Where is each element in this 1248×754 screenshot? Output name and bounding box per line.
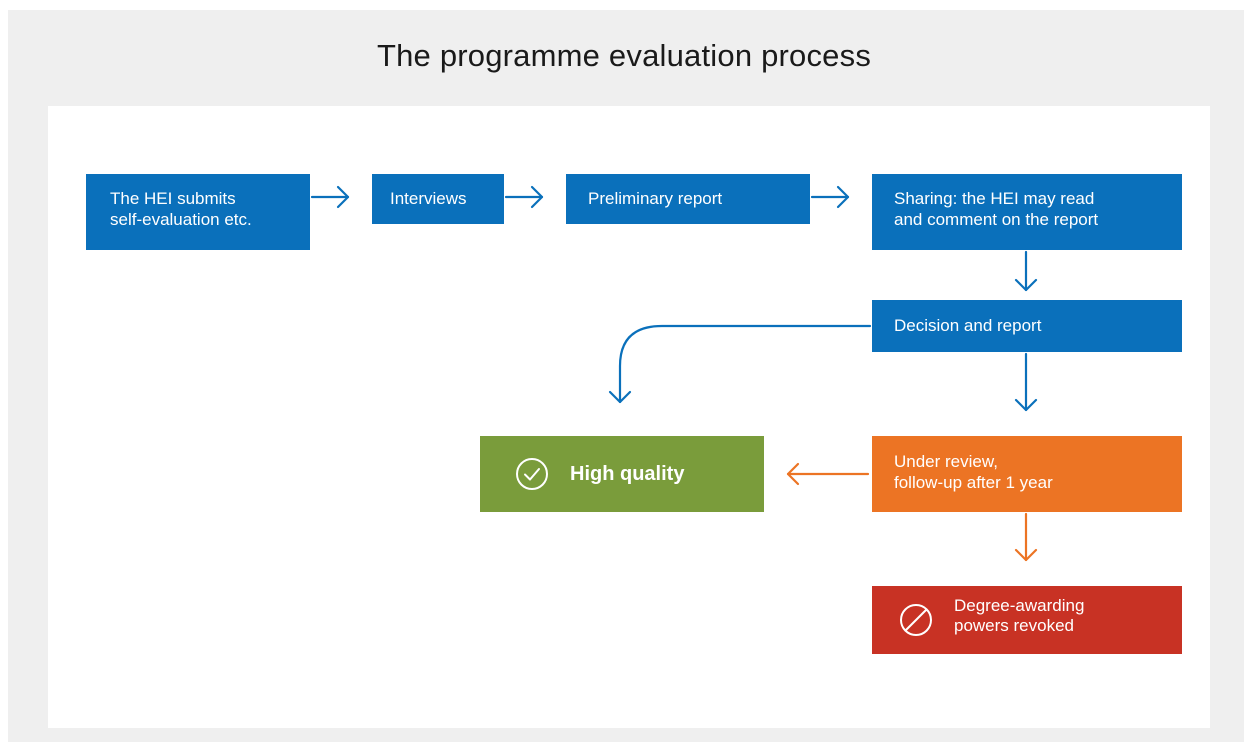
outcome-revoked-line-1: Degree-awarding	[954, 596, 1085, 615]
outcome-high-quality-label: High quality	[570, 462, 685, 485]
step-sharing-line-1: Sharing: the HEI may read	[894, 189, 1095, 208]
outcome-under-review-line-1: Under review,	[894, 452, 998, 471]
step-decision-label: Decision and report	[894, 316, 1042, 335]
arrow-under-review-to-revoked	[1014, 512, 1038, 562]
outcome-revoked: Degree-awarding powers revoked	[872, 586, 1182, 654]
step-preliminary-label: Preliminary report	[588, 189, 723, 208]
diagram-title: The programme evaluation process	[376, 38, 872, 73]
step-interviews-label: Interviews	[390, 189, 467, 208]
step-submit-line-2: self-evaluation etc.	[110, 210, 252, 229]
step-decision: Decision and report	[872, 300, 1182, 352]
step-submit-line-1: The HEI submits	[110, 189, 236, 208]
check-circle-icon	[516, 458, 548, 490]
arrow-decision-to-under-review	[1014, 352, 1038, 412]
step-submit: The HEI submits self-evaluation etc.	[86, 174, 310, 250]
outcome-revoked-line-2: powers revoked	[954, 616, 1075, 635]
outcome-high-quality: High quality	[480, 436, 764, 512]
arrow-preliminary-to-sharing	[810, 185, 850, 209]
arrow-under-review-to-high-quality	[786, 462, 870, 486]
outcome-under-review: Under review, follow-up after 1 year	[872, 436, 1182, 512]
arrow-submit-to-interviews	[310, 185, 350, 209]
step-sharing: Sharing: the HEI may read and comment on…	[872, 174, 1182, 250]
outcome-under-review-line-2: follow-up after 1 year	[894, 473, 1053, 492]
arrow-interviews-to-preliminary	[504, 185, 544, 209]
prohibited-icon	[900, 604, 932, 636]
step-sharing-line-2: and comment on the report	[894, 210, 1099, 229]
arrow-sharing-to-decision	[1014, 250, 1038, 292]
step-preliminary-report: Preliminary report	[566, 174, 810, 224]
step-interviews: Interviews	[372, 174, 504, 224]
arrow-decision-to-high-quality	[608, 324, 872, 404]
